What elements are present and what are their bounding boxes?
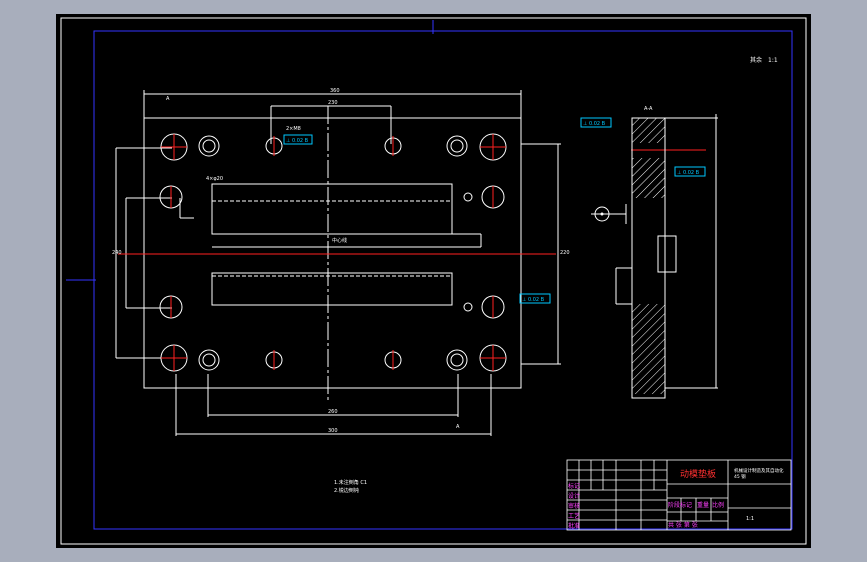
svg-text:批准: 批准 bbox=[568, 522, 580, 530]
svg-text:审核: 审核 bbox=[568, 502, 580, 510]
svg-text:设计: 设计 bbox=[568, 492, 580, 500]
centerlines bbox=[118, 134, 706, 371]
svg-text:A: A bbox=[456, 424, 460, 430]
svg-text:⊥ 0.02 B: ⊥ 0.02 B bbox=[583, 121, 606, 127]
gdt-text: ⊥ 0.02 B ⊥ 0.02 B ⊥ 0.02 B ⊥ 0.02 B bbox=[286, 121, 700, 303]
svg-text:阶段标记: 阶段标记 bbox=[668, 501, 692, 509]
drawing-sheet[interactable]: ⊥ 0.02 B ⊥ 0.02 B ⊥ 0.02 B ⊥ 0.02 B 360 … bbox=[56, 14, 811, 548]
svg-text:重量: 重量 bbox=[697, 501, 709, 509]
title-block bbox=[566, 459, 792, 531]
title-block-text: 动模垫板 机械设计制造及其自动化 45 钢 1:1 阶段标记 重量 比例 共 张… bbox=[568, 467, 784, 530]
svg-text:1:1: 1:1 bbox=[768, 57, 778, 64]
svg-text:300: 300 bbox=[328, 428, 338, 434]
svg-text:动模垫板: 动模垫板 bbox=[680, 468, 716, 480]
section-view bbox=[591, 114, 718, 399]
svg-text:360: 360 bbox=[330, 88, 340, 94]
svg-text:220: 220 bbox=[560, 250, 570, 256]
svg-text:1.未注倒角 C1: 1.未注倒角 C1 bbox=[334, 479, 367, 486]
svg-text:2.锐边倒钝: 2.锐边倒钝 bbox=[334, 487, 359, 494]
svg-text:4×φ20: 4×φ20 bbox=[206, 176, 223, 182]
svg-text:中心线: 中心线 bbox=[332, 237, 347, 244]
svg-text:A: A bbox=[166, 96, 170, 102]
outer-border bbox=[60, 17, 807, 545]
svg-text:230: 230 bbox=[328, 100, 338, 106]
inner-border bbox=[93, 30, 793, 530]
svg-text:⊥ 0.02 B: ⊥ 0.02 B bbox=[286, 138, 309, 144]
svg-text:45 钢: 45 钢 bbox=[734, 473, 746, 480]
svg-text:2×M8: 2×M8 bbox=[286, 126, 301, 132]
plate-holes bbox=[159, 133, 507, 372]
svg-text:共 张 第 张: 共 张 第 张 bbox=[668, 521, 698, 529]
svg-text:其余: 其余 bbox=[750, 56, 762, 64]
plate-front-view bbox=[115, 90, 561, 436]
svg-text:⊥ 0.02 B: ⊥ 0.02 B bbox=[677, 170, 700, 176]
svg-text:工艺: 工艺 bbox=[568, 512, 580, 520]
dimension-text: 360 A A 240 220 300 260 230 A-A 4×φ20 2×… bbox=[112, 56, 778, 494]
svg-text:标记: 标记 bbox=[568, 482, 580, 490]
svg-text:机械设计制造及其自动化: 机械设计制造及其自动化 bbox=[734, 467, 784, 474]
svg-text:A-A: A-A bbox=[644, 106, 653, 112]
cad-drawing: ⊥ 0.02 B ⊥ 0.02 B ⊥ 0.02 B ⊥ 0.02 B 360 … bbox=[60, 17, 807, 545]
svg-text:1:1: 1:1 bbox=[746, 516, 754, 522]
svg-text:⊥ 0.02 B: ⊥ 0.02 B bbox=[522, 297, 545, 303]
section-marker bbox=[594, 206, 610, 222]
svg-text:260: 260 bbox=[328, 409, 338, 415]
section-hatch bbox=[632, 118, 665, 394]
svg-text:240: 240 bbox=[112, 250, 122, 256]
svg-text:比例: 比例 bbox=[712, 501, 724, 509]
gdt-frames bbox=[283, 117, 706, 304]
